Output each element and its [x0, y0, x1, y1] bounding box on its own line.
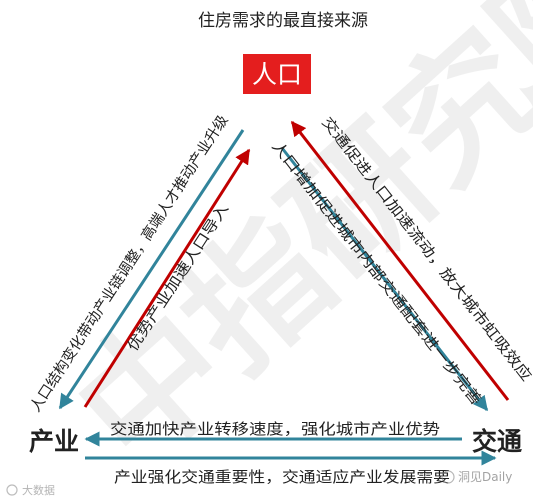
credit-left-text: 大数据	[22, 483, 55, 497]
arrow-industry-to-population	[83, 148, 251, 408]
arrow-population-to-industry	[58, 129, 245, 410]
edge-label-bottom-bottom: 产业强化交通重要性，交通适应产业发展需要	[114, 468, 450, 486]
node-population-box	[243, 54, 311, 94]
arrow-transport-to-population	[290, 120, 510, 401]
node-transport-label: 交通	[472, 427, 522, 456]
node-population-label: 人口	[252, 60, 302, 89]
edge-label-bottom-top: 交通加快产业转移速度，强化城市产业优势	[110, 420, 440, 438]
arrow-population-to-transport	[280, 147, 489, 412]
credit-left: 大数据	[6, 483, 55, 497]
credit-right-text: 洞见Daily	[458, 470, 512, 484]
credit-right-icon	[441, 470, 455, 484]
credit-right: 洞见Daily	[441, 470, 512, 484]
credit-left-icon	[6, 484, 18, 496]
diagram-title: 住房需求的最直接来源	[198, 11, 368, 31]
node-population: 人口	[243, 54, 311, 94]
node-industry-label: 产业	[29, 427, 79, 456]
